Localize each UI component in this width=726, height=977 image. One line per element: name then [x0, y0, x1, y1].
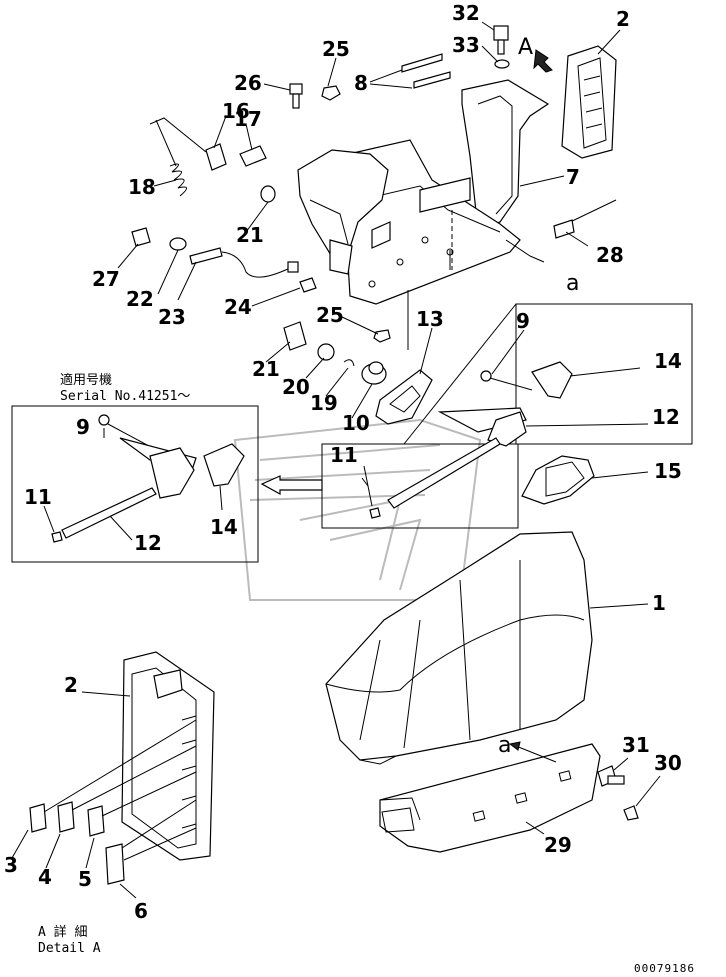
label-26: 26	[234, 71, 262, 95]
part-21-collar	[260, 185, 307, 351]
label-31: 31	[622, 733, 650, 757]
label-14-left: 14	[210, 515, 238, 539]
part-8-pads	[401, 53, 451, 89]
part-20-washer	[317, 343, 335, 361]
part-16-clamp	[205, 143, 227, 171]
label-16: 16	[222, 99, 250, 123]
part-9-bolt-right	[480, 370, 533, 391]
view-markers: A a a	[498, 35, 579, 758]
label-33: 33	[452, 33, 480, 57]
detail-note-en: Detail A	[38, 941, 101, 956]
label-25b: 25	[316, 303, 344, 327]
part-14-lever-grip-left	[203, 443, 245, 487]
label-11: 11	[330, 443, 358, 467]
label-2-detail: 2	[64, 673, 78, 697]
label-20: 20	[282, 375, 310, 399]
label-18: 18	[128, 175, 156, 199]
part-24-nut	[299, 277, 317, 293]
part-10-knob	[361, 361, 387, 385]
label-22: 22	[126, 287, 154, 311]
label-24: 24	[224, 295, 252, 319]
label-11-left: 11	[24, 485, 52, 509]
part-27-connector	[131, 227, 151, 247]
label-28: 28	[596, 243, 624, 267]
part-28-tie	[553, 199, 617, 239]
leader-lines	[11, 21, 661, 899]
part-13-boot	[375, 369, 433, 425]
part-19-clip	[343, 359, 355, 367]
part-15-cap	[521, 455, 595, 505]
part-1-console-cover	[325, 531, 593, 765]
label-32: 32	[452, 1, 480, 25]
label-8: 8	[354, 71, 368, 95]
label-19: 19	[310, 391, 338, 415]
part-11-screw-right	[361, 477, 381, 519]
label-5: 5	[78, 867, 92, 891]
label-12: 12	[652, 405, 680, 429]
part-12-lever-right	[387, 407, 527, 509]
label-23: 23	[158, 305, 186, 329]
part-17-bolt	[239, 145, 267, 167]
label-2: 2	[616, 7, 630, 31]
serial-note-jp: 適用号機	[60, 372, 112, 388]
part-29-lower-cover	[379, 743, 601, 853]
part-33-washer	[494, 59, 510, 69]
label-3: 3	[4, 853, 18, 877]
label-6: 6	[134, 899, 148, 923]
view-marker-a-lower: a	[498, 733, 511, 758]
label-30: 30	[654, 751, 682, 775]
label-21b: 21	[252, 357, 280, 381]
part-26-bolt	[289, 83, 303, 109]
part-30-cap	[623, 805, 639, 821]
part-2-cover-top	[533, 45, 617, 159]
part-18-spring	[149, 117, 207, 197]
drawing-number: 00079186	[634, 962, 695, 975]
label-12-left: 12	[134, 531, 162, 555]
label-7: 7	[566, 165, 580, 189]
serial-note-en: Serial No.41251〜	[60, 389, 190, 404]
direction-arrow	[260, 475, 323, 496]
part-11-screw-left	[51, 531, 63, 543]
label-1: 1	[652, 591, 666, 615]
view-arrow-A	[533, 49, 553, 73]
label-17: 17	[234, 107, 262, 131]
view-marker-A: A	[518, 35, 533, 60]
label-29: 29	[544, 833, 572, 857]
label-14: 14	[654, 349, 682, 373]
label-10: 10	[342, 411, 370, 435]
lever-bracket	[297, 149, 391, 275]
detail-a-switches	[29, 719, 197, 885]
part-14-lever-grip-right	[531, 361, 573, 399]
label-9: 9	[516, 309, 530, 333]
label-13: 13	[416, 307, 444, 331]
inset-frame-right	[321, 303, 693, 529]
label-9-left: 9	[76, 415, 90, 439]
part-32-bolt	[493, 25, 509, 55]
label-4: 4	[38, 865, 52, 889]
label-27: 27	[92, 267, 120, 291]
label-21: 21	[236, 223, 264, 247]
part-31-bolt	[597, 765, 625, 787]
serial-note: 適用号機 Serial No.41251〜	[60, 372, 190, 404]
part-23-switch-harness	[189, 247, 299, 278]
view-marker-a-right: a	[566, 271, 579, 296]
part-12-lever-left	[61, 437, 197, 539]
part-labels: 1 2 2 3 4 5 6 7 8 9 9 10 11 11 12 12 13 …	[4, 1, 682, 923]
detail-note: A 詳 細 Detail A	[38, 924, 101, 956]
detail-note-jp: A 詳 細	[38, 924, 87, 940]
inset-frame-left	[11, 405, 323, 563]
label-15: 15	[654, 459, 682, 483]
label-25: 25	[322, 37, 350, 61]
arrow-a-lower	[508, 741, 557, 763]
detail-a-panel	[121, 651, 215, 861]
part-25-nut	[321, 85, 391, 343]
part-22-clip	[169, 237, 187, 251]
